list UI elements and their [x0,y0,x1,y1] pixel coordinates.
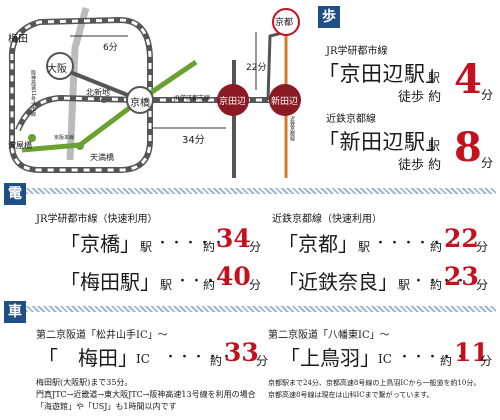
yaku-label: 約 [430,278,443,292]
travel-minutes: 33 [224,338,259,367]
destination-name: 「上鳥羽」 [280,346,380,370]
walk-desc-1: 徒歩 約 [398,90,442,105]
travel-minutes: 34 [216,224,251,253]
map-label-kyobashi: 京橋 [130,98,150,109]
map-label-34min: 34分 [182,135,205,146]
fun-unit: 分 [476,240,489,254]
destination-name: 「近鉄奈良」 [278,270,398,294]
note-line: 京都高速8号線は現在は山科ICまで繋がっています。 [268,391,434,399]
keihan-line-track [21,59,198,153]
train-row-kyobashi: 「京橋」 駅 ・・・・・ 約 34 分 [60,224,262,258]
travel-minutes: 11 [454,338,489,367]
walk-line-1: JR学研都市線 [326,46,388,57]
travel-minutes: 22 [444,224,479,253]
yodoyabashi-station-marker [28,134,36,142]
dot-leader: ・・・・・ [156,236,227,251]
note-line: 梅田駅(大阪駅)まで35分。 [36,378,133,387]
car-right-title: 第二京阪道「八幡東IC」～ [268,330,390,341]
yaku-label: 約 [203,278,216,292]
map-label-keihan-line: 京阪本線 [54,135,75,141]
car-left-note: 梅田駅(大阪駅)まで35分。 門真JTC→近畿道→東大阪JTC→阪神高速13号線… [36,377,256,413]
walk-station-2: 「新田辺駅」 [318,130,447,154]
fun-unit: 分 [476,278,489,292]
ic-suffix: IC [378,352,392,366]
destination-name: 「京都」 [278,232,358,256]
train-left-title: JR学研都市線（快速利用） [36,214,158,225]
map-label-kintetsu-line: 近鉄京都線 [289,116,295,141]
fun-unit: 分 [480,354,493,368]
walk-station-1: 「京田辺駅」 [318,62,447,86]
map-label-jr-line: JR学研都市線 [174,95,210,102]
travel-minutes: 40 [216,262,251,291]
kitashinchi-station-marker [101,97,107,103]
walk-fun-2: 分 [481,156,494,170]
map-label-yodoyabashi: 淀屋橋 [8,141,32,150]
train-row-umeda: 「梅田駅」 駅 ・・・・ 約 40 分 [60,262,262,296]
map-label-temmabashi: 天満橋 [90,153,114,162]
map-label-shintanabe: 新田辺 [271,97,299,107]
walk-minutes-2: 8 [454,124,482,171]
fun-unit: 分 [249,240,262,254]
walk-desc-2: 徒歩 約 [398,158,442,173]
eki-suffix: 駅 [358,240,371,254]
walk-fun-1: 分 [481,88,494,102]
destination-name: 「 梅田」 [38,346,138,370]
dot-leader: ・・・・・ [164,350,235,365]
dot-leader: ・・・・・・ [374,236,459,251]
train-row-kyoto: 「京都」 駅 ・・・・・・ 約 22 分 [278,224,490,258]
fun-unit: 分 [256,354,269,368]
destination-name: 「梅田駅」 [60,270,160,294]
note-line: 「海遊館」や「USJ」も1時間以内です [36,402,177,411]
walk-panel: JR学研都市線 「京田辺駅」 駅 徒歩 約 4 分 近鉄京都線 「新田辺駅」 駅… [318,6,496,180]
car-row-kamitoba: 「上鳥羽」 IC ・・・・・ 約 11 分 [280,338,493,372]
map-label-hanshin-line: 阪神高速11号池田線 [30,70,36,117]
map-label-22min: 22分 [246,63,267,73]
walk-badge: 歩 [318,6,340,28]
car-divider [26,306,496,312]
walk-eki-1: 駅 [428,71,441,85]
walk-minutes-1: 4 [454,56,482,103]
kyotanabe-station-marker [217,84,249,116]
car-left-title: 第二京阪道「松井山手IC」～ [36,330,168,341]
yaku-label: 約 [430,240,443,254]
yaku-label: 約 [203,240,216,254]
osaka-station-marker [46,52,74,80]
map-label-6min: 6分 [103,43,118,53]
train-badge: 電 [4,183,26,205]
map-label-umeda: 梅田 [8,34,28,45]
yaku-label: 約 [210,354,223,368]
car-badge: 車 [4,301,26,323]
map-label-osaka: 大阪 [47,64,67,75]
map-label-kyotanabe: 京田辺 [219,97,247,107]
train-divider [26,188,496,194]
temmabashi-station-marker [76,142,84,150]
eki-suffix: 駅 [398,278,411,292]
kyoto-station-marker [272,8,300,36]
eki-suffix: 駅 [140,240,153,254]
dot-leader: ・・・・・ [398,350,469,365]
yaku-label: 約 [440,354,453,368]
dot-leader: ・・・・ [412,274,469,289]
fun-unit: 分 [249,278,262,292]
dot-leader: ・・・・ [176,274,233,289]
train-row-kintetsu-nara: 「近鉄奈良」 駅 ・・・・ 約 23 分 [278,262,490,296]
train-right-title: 近鉄京都線（快速利用） [272,214,382,225]
route-map-graphic [8,7,301,178]
kyobashi-station-marker [126,86,154,114]
map-label-kitashinchi: 北新地 [86,88,110,97]
walk-eki-2: 駅 [428,139,441,153]
eki-suffix: 駅 [160,278,173,292]
travel-minutes: 23 [444,262,479,291]
map-label-kyoto: 京都 [275,18,294,28]
car-row-umeda: 「 梅田」 IC ・・・・・ 約 33 分 [38,338,269,372]
shintanabe-station-marker [269,84,301,116]
destination-name: 「京橋」 [60,232,140,256]
walk-line-2: 近鉄京都線 [326,114,376,125]
note-line: 京都駅まで24分、京都高速8号線の上鳥羽ICから一般道を約10分。 [268,379,481,387]
ic-suffix: IC [136,352,150,366]
note-line: 門真JTC→近畿道→東大阪JTC→阪神高速13号線を利用の場合 [36,390,256,399]
route-map: 梅田 大阪 阪神高速11号池田線 北新地 京橋 JR学研都市線 京田辺 新田辺 … [0,0,318,178]
car-right-note: 京都駅まで24分、京都高速8号線の上鳥羽ICから一般道を約10分。 京都高速8号… [268,377,480,401]
